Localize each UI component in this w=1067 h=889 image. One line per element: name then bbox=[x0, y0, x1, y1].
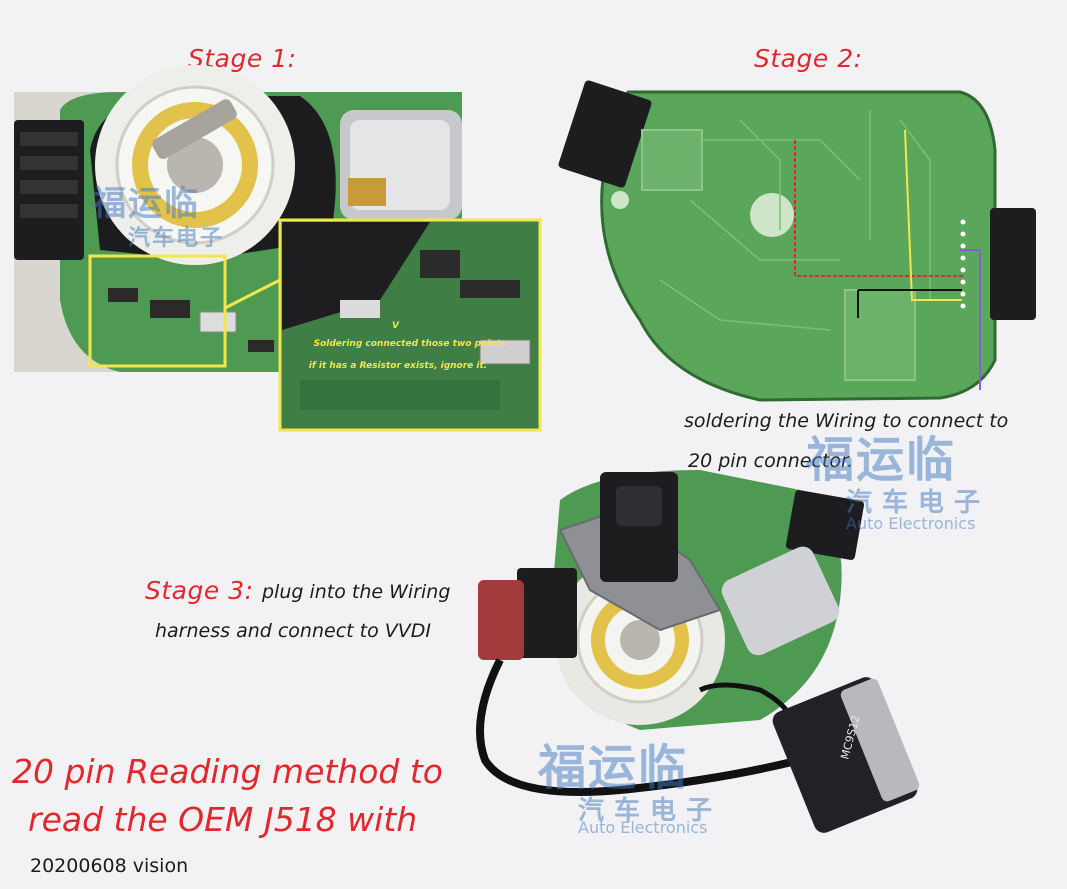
stage3-caption-line1: plug into the Wiring bbox=[262, 581, 451, 603]
watermark-brand-2: 福运临 bbox=[806, 432, 957, 488]
headline-line3: 20200608 vision bbox=[30, 855, 189, 877]
stage2-20pin-connector bbox=[990, 208, 1036, 320]
stage2-left-connector bbox=[558, 80, 652, 188]
stage2-title: Stage 2: bbox=[754, 44, 863, 73]
stage3-motor bbox=[721, 546, 840, 656]
stage1-callout-line1: Soldering connected those two points bbox=[314, 339, 507, 349]
watermark-brand-3: 福运临 bbox=[538, 740, 689, 796]
stage1-small-highlight-box bbox=[88, 254, 227, 368]
stage2-caption-line1: soldering the Wiring to connect to bbox=[684, 410, 1009, 432]
stage2-caption-line2: 20 pin connector. bbox=[688, 450, 854, 472]
watermark-sub-3: 汽车电子 bbox=[578, 796, 723, 826]
stage2-yellow-wire bbox=[904, 129, 962, 301]
stage2-red-wire bbox=[794, 140, 965, 277]
watermark-brand-1: 福运临 bbox=[92, 184, 200, 224]
stage3-harness-cable bbox=[476, 658, 801, 796]
stage3-left-connector bbox=[517, 568, 577, 658]
headline-line2: read the OEM J518 with bbox=[28, 800, 418, 839]
stage2-black-wire bbox=[857, 289, 962, 318]
watermark-en-3: Auto Electronics bbox=[578, 818, 708, 837]
watermark-sub-1: 汽车电子 bbox=[128, 226, 225, 251]
stage1-callout-line2: if it has a Resistor exists, ignore it. bbox=[309, 361, 487, 371]
stage1-v-mark: V bbox=[392, 321, 400, 331]
stage3-caption-line2: harness and connect to VVDI bbox=[155, 620, 431, 642]
headline-line1: 20 pin Reading method to bbox=[12, 752, 443, 791]
watermark-en-2: Auto Electronics bbox=[846, 514, 976, 533]
stage3-red-plug bbox=[478, 580, 524, 660]
stage3-right-connector bbox=[785, 490, 865, 560]
stage3-title: Stage 3: bbox=[145, 576, 254, 605]
watermark-sub-2: 汽车电子 bbox=[846, 488, 991, 518]
